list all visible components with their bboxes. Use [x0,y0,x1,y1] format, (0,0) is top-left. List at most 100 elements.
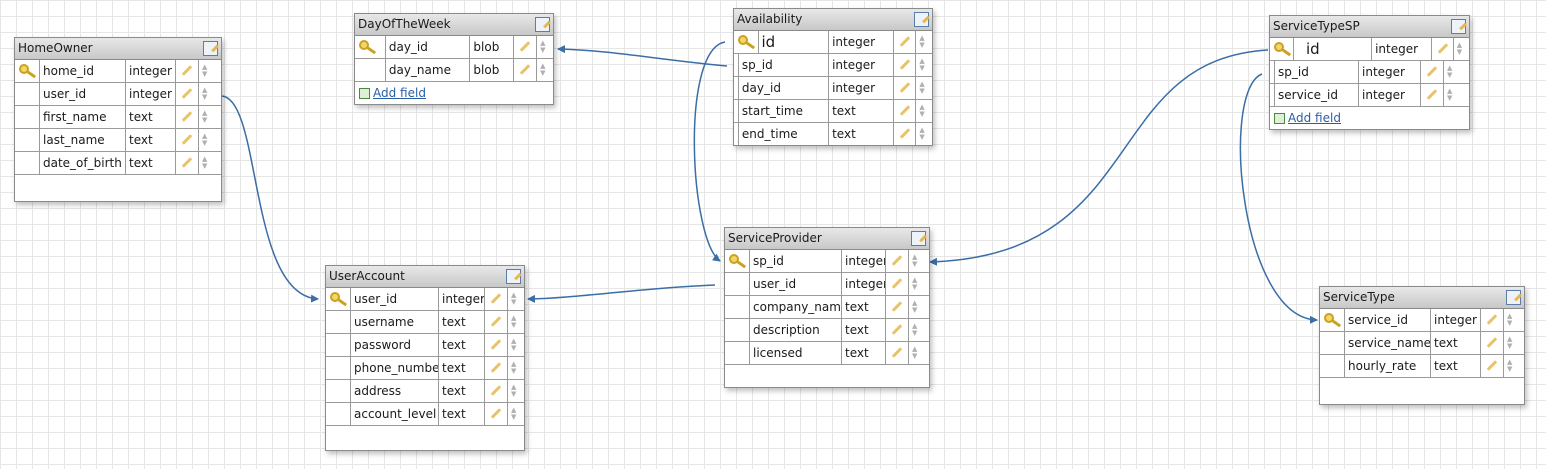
table-header[interactable]: ServiceType [1320,287,1524,309]
reorder-handle[interactable]: ▲▼ [1504,355,1520,377]
edit-field-button[interactable] [1481,355,1504,377]
edit-field-button[interactable] [485,357,508,379]
add-field-link[interactable]: Add field [1288,111,1341,125]
edit-field-button[interactable] [886,342,909,364]
edit-table-icon[interactable] [1506,290,1521,305]
edit-field-button[interactable] [894,100,917,122]
reorder-handle[interactable]: ▲▼ [199,60,215,82]
reorder-handle[interactable]: ▲▼ [1504,332,1520,354]
edit-field-button[interactable] [176,83,199,105]
edit-field-button[interactable] [886,296,909,318]
reorder-handle[interactable]: ▲▼ [916,123,932,145]
reorder-handle[interactable]: ▲▼ [909,296,925,318]
edit-field-button[interactable] [485,334,508,356]
edit-field-button[interactable] [176,60,199,82]
reorder-handle[interactable]: ▲▼ [508,403,524,425]
reorder-handle[interactable]: ▲▼ [508,288,524,310]
reorder-handle[interactable]: ▲▼ [199,83,215,105]
reorder-handle[interactable]: ▲▼ [537,59,553,81]
edit-field-button[interactable] [485,403,508,425]
edit-field-button[interactable] [894,31,917,53]
edit-field-button[interactable] [485,288,508,310]
add-field-link[interactable]: Add field [373,86,426,100]
reorder-handle[interactable]: ▲▼ [199,106,215,128]
table-header[interactable]: Availability [734,9,932,31]
reorder-handle[interactable]: ▲▼ [909,342,925,364]
edit-field-button[interactable] [886,319,909,341]
edit-field-button[interactable] [1421,84,1444,106]
reorder-handle[interactable]: ▲▼ [1454,38,1469,60]
reorder-handle[interactable]: ▲▼ [909,250,925,272]
reorder-handle[interactable]: ▲▼ [909,319,925,341]
edit-table-icon[interactable] [506,269,521,284]
reorder-handle[interactable]: ▲▼ [537,36,553,58]
edit-field-button[interactable] [886,250,909,272]
reorder-handle[interactable]: ▲▼ [916,54,932,76]
edit-table-icon[interactable] [914,12,929,27]
edit-field-button[interactable] [894,77,917,99]
edit-field-button[interactable] [176,129,199,151]
edit-table-icon[interactable] [203,41,218,56]
edit-field-button[interactable] [886,273,909,295]
reorder-handle[interactable]: ▲▼ [199,152,215,174]
edit-table-icon[interactable] [911,231,926,246]
reorder-handle[interactable]: ▲▼ [508,311,524,333]
reorder-handle[interactable]: ▲▼ [508,357,524,379]
reorder-handle[interactable]: ▲▼ [1444,84,1460,106]
reorder-handle[interactable]: ▲▼ [916,77,932,99]
reorder-handle[interactable]: ▲▼ [916,100,932,122]
edit-field-button[interactable] [514,59,538,81]
edit-field-button[interactable] [1481,332,1504,354]
table-header[interactable]: HomeOwner [15,38,221,60]
reorder-handle[interactable]: ▲▼ [508,334,524,356]
table-header[interactable]: DayOfTheWeek [355,14,553,36]
edit-table-icon[interactable] [535,17,550,32]
edit-field-button[interactable] [1432,38,1454,60]
edit-field-button[interactable] [176,152,199,174]
edit-field-button[interactable] [176,106,199,128]
edit-field-button[interactable] [514,36,538,58]
edit-field-button[interactable] [485,311,508,333]
table-header[interactable]: UserAccount [326,266,524,288]
reorder-handle[interactable]: ▲▼ [909,273,925,295]
reorder-handle[interactable]: ▲▼ [1444,61,1460,83]
edit-field-button[interactable] [894,54,917,76]
edit-field-button[interactable] [894,123,917,145]
table-header[interactable]: ServiceProvider [725,228,929,250]
edit-field-button[interactable] [1481,309,1504,331]
edit-field-button[interactable] [485,380,508,402]
